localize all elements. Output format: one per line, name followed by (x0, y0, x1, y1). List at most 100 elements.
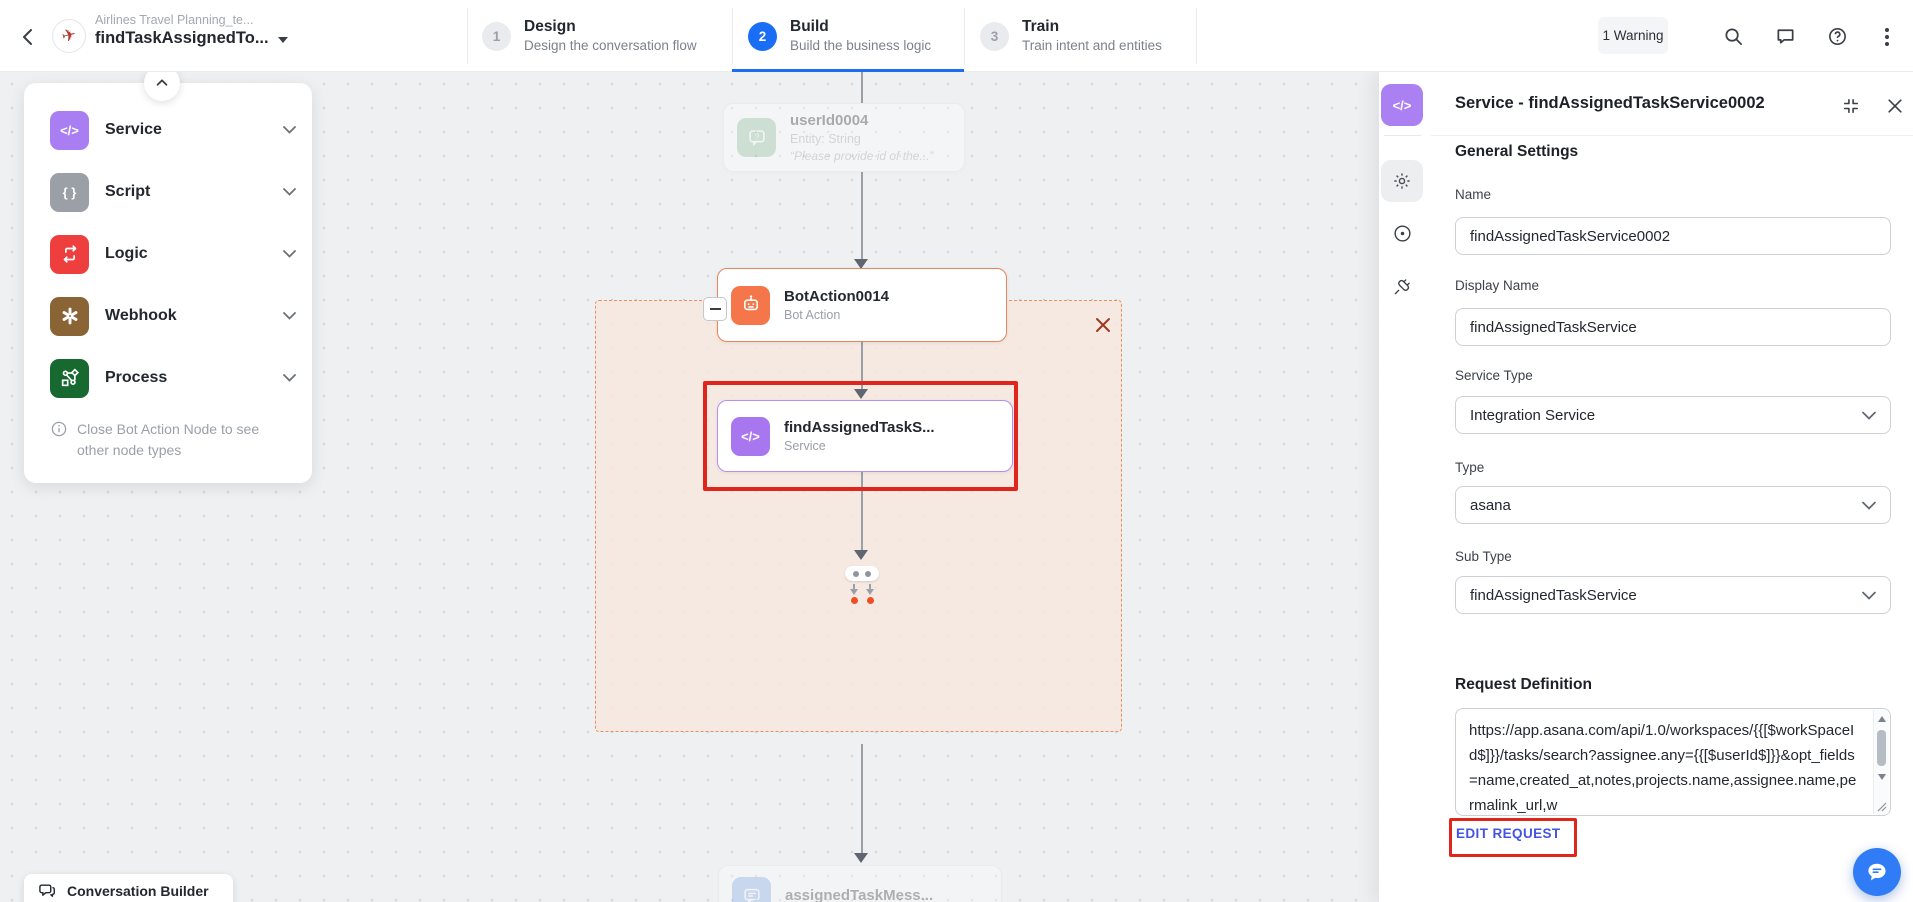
tab-train[interactable]: 3 Train Train intent and entities (980, 0, 1162, 72)
divider (1431, 135, 1913, 136)
connection-port[interactable] (844, 566, 880, 604)
bot-action-node[interactable]: BotAction0014 Bot Action (717, 268, 1007, 342)
select-chevron-icon (1862, 501, 1876, 510)
request-definition-heading: Request Definition (1455, 676, 1592, 693)
palette-item-logic[interactable]: Logic (50, 232, 296, 276)
sub-type-select[interactable]: findAssignedTaskService (1455, 576, 1891, 614)
chevron-down-icon[interactable] (283, 374, 296, 382)
script-icon: { } (50, 172, 89, 212)
more-menu-icon[interactable] (1884, 26, 1890, 47)
port-handle[interactable] (845, 566, 879, 581)
service-icon: </> (50, 110, 89, 150)
bot-name-label: Airlines Travel Planning_te... (95, 13, 254, 27)
request-definition-textarea[interactable]: https://app.asana.com/api/1.0/workspaces… (1455, 708, 1891, 816)
panel-tab-settings[interactable] (1381, 160, 1423, 202)
task-title: findTaskAssignedTo... (95, 29, 269, 47)
bot-action-container[interactable] (595, 300, 1122, 732)
collapse-panel-icon[interactable] (1841, 96, 1861, 116)
properties-panel: </> Service - findAssignedTaskService000… (1379, 72, 1913, 902)
node-type: Service (784, 438, 826, 453)
chevron-down-icon (277, 37, 288, 43)
divider (1384, 135, 1421, 136)
step-number: 2 (748, 21, 777, 51)
sub-type-label: Sub Type (1455, 549, 1512, 564)
chevron-down-icon[interactable] (283, 250, 296, 258)
bot-logo-avatar[interactable]: ✈ (52, 19, 86, 53)
port-arrows (850, 584, 874, 595)
warning-button[interactable]: 1 Warning (1598, 17, 1668, 54)
info-icon (51, 421, 67, 437)
gear-icon (1394, 173, 1410, 189)
minus-icon (709, 308, 721, 310)
node-type: Bot Action (784, 307, 841, 322)
scroll-down-icon[interactable] (1878, 774, 1886, 780)
active-tab-underline (732, 69, 964, 72)
chevron-down-icon[interactable] (283, 188, 296, 196)
display-name-field[interactable] (1455, 308, 1891, 346)
connector-line (861, 342, 863, 389)
chevron-down-icon[interactable] (283, 126, 296, 134)
type-select[interactable]: asana (1455, 486, 1891, 524)
flow-canvas[interactable]: ? userId0004 Entity: String “Please prov… (0, 72, 1913, 902)
palette-item-script[interactable]: { } Script (50, 170, 296, 214)
palette-item-service[interactable]: </> Service (50, 108, 296, 152)
name-label: Name (1455, 187, 1492, 202)
step-label: Train (1022, 18, 1060, 35)
name-field[interactable] (1455, 217, 1891, 255)
connector-line (861, 172, 863, 259)
service-node[interactable]: </> findAssignedTaskS... Service (717, 400, 1013, 472)
down-arrow-icon (866, 584, 874, 595)
connector-arrow (854, 550, 868, 560)
back-icon[interactable] (18, 26, 40, 48)
service-type-select[interactable]: Integration Service (1455, 396, 1891, 434)
down-arrow-icon (850, 584, 858, 595)
panel-tab-integrations[interactable] (1381, 266, 1423, 308)
tab-design[interactable]: 1 Design Design the conversation flow (482, 0, 697, 72)
type-label: Type (1455, 460, 1485, 475)
edit-request-link[interactable]: EDIT REQUEST (1456, 826, 1561, 841)
resize-handle-icon[interactable] (1877, 802, 1887, 812)
node-title: findAssignedTaskS... (784, 418, 935, 436)
step-desc: Build the business logic (790, 38, 932, 53)
entity-icon: ? (737, 118, 776, 157)
comment-icon[interactable] (1775, 26, 1796, 47)
conversation-builder-badge[interactable]: Conversation Builder (24, 874, 233, 902)
node-palette: </> Service { } Script Logic Webhook (24, 72, 312, 483)
textarea-scrollbar[interactable] (1873, 710, 1889, 814)
webhook-icon (50, 296, 89, 336)
chat-fab[interactable] (1853, 848, 1901, 896)
panel-tab-connections[interactable] (1381, 212, 1423, 254)
divider (964, 8, 965, 64)
tab-build[interactable]: 2 Build Build the business logic (748, 0, 931, 72)
panel-tab-service[interactable]: </> (1381, 84, 1423, 126)
divider (732, 8, 733, 64)
connector-arrow (854, 259, 868, 269)
scroll-up-icon[interactable] (1878, 716, 1886, 722)
service-type-label: Service Type (1455, 368, 1533, 383)
step-label: Design (524, 18, 576, 35)
plug-icon (1394, 279, 1410, 295)
step-number: 3 (980, 21, 1009, 51)
target-icon (1393, 224, 1411, 242)
collapse-node-button[interactable] (703, 297, 727, 321)
help-icon[interactable] (1827, 26, 1848, 47)
task-title-dropdown[interactable]: findTaskAssignedTo... (95, 29, 288, 48)
palette-item-webhook[interactable]: Webhook (50, 294, 296, 338)
message-icon (732, 876, 771, 902)
scroll-thumb[interactable] (1877, 730, 1886, 766)
node-prompt: “Please provide id of the...” (790, 149, 934, 163)
close-bot-action-icon[interactable] (1094, 316, 1112, 334)
search-icon[interactable] (1723, 26, 1744, 47)
display-name-label: Display Name (1455, 278, 1540, 293)
request-url-text: https://app.asana.com/api/1.0/workspaces… (1469, 722, 1857, 814)
entity-node-userid[interactable]: ? userId0004 Entity: String “Please prov… (723, 103, 965, 172)
step-desc: Design the conversation flow (524, 38, 697, 53)
collapse-palette-button[interactable] (144, 72, 180, 101)
chevron-down-icon[interactable] (283, 312, 296, 320)
palette-item-process[interactable]: Process (50, 356, 296, 400)
connector-arrow (854, 853, 868, 863)
message-node[interactable]: assignedTaskMess... (718, 865, 1002, 902)
port-dot (865, 570, 871, 577)
close-panel-icon[interactable] (1885, 96, 1905, 116)
select-chevron-icon (1862, 411, 1876, 420)
